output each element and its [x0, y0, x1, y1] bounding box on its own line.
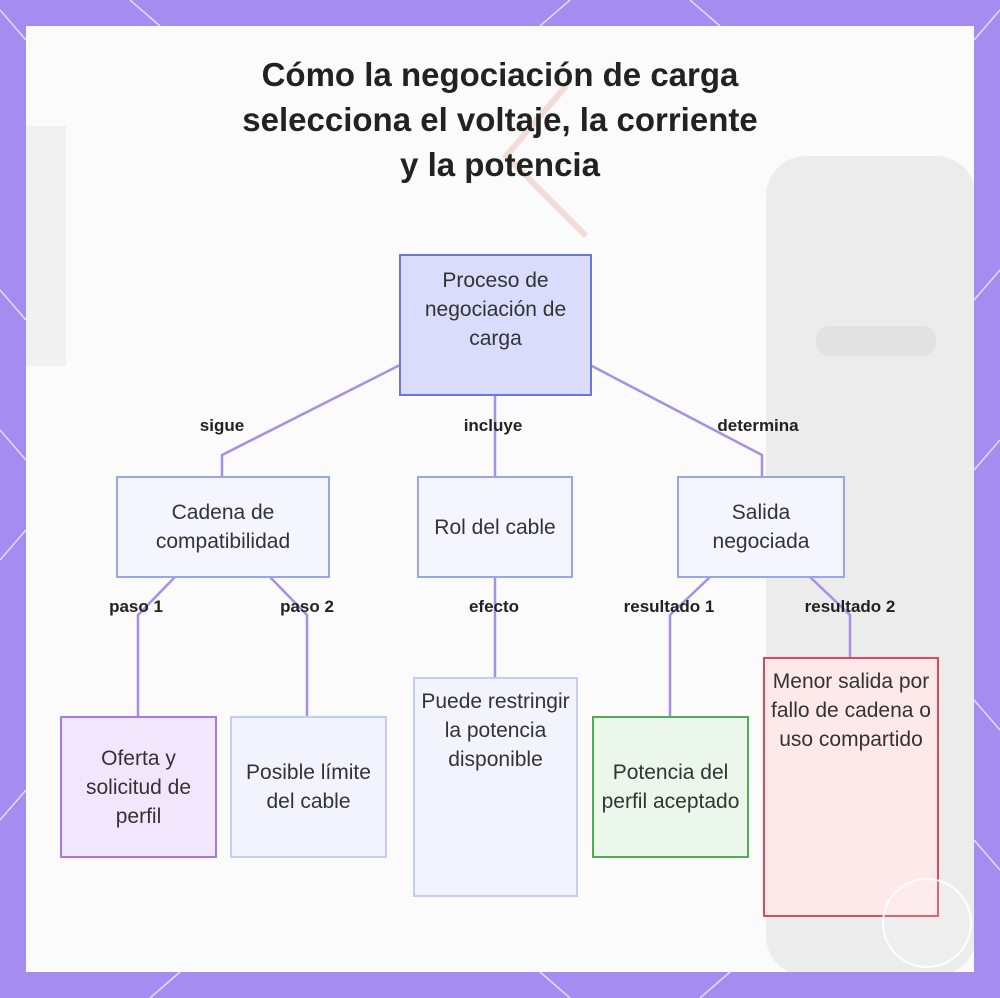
node-restringir-potencia: Puede restringir la potencia disponible [413, 677, 578, 897]
edge-label-incluye: incluye [463, 416, 523, 435]
node-oferta-solicitud: Oferta y solicitud de perfil [60, 716, 217, 858]
edge-paso1 [136, 576, 176, 716]
title-line-3: y la potencia [400, 146, 600, 183]
edge-label-determina: determina [717, 416, 799, 435]
edge-label-paso1: paso 1 [109, 597, 163, 616]
edge-label-efecto: efecto [468, 597, 520, 616]
edge-label-resultado1: resultado 1 [623, 597, 715, 616]
node-menor-salida: Menor salida por fallo de cadena o uso c… [763, 657, 939, 917]
edge-sigue [220, 363, 401, 476]
title-line-1: Cómo la negociación de carga [261, 56, 739, 93]
node-salida-negociada: Salida negociada [677, 476, 845, 578]
node-rol-cable: Rol del cable [417, 476, 573, 578]
node-proceso-negociacion: Proceso de negociación de carga [399, 254, 592, 396]
edge-resultado1 [668, 576, 711, 716]
node-potencia-perfil: Potencia del perfil aceptado [592, 716, 749, 858]
node-cadena-compatibilidad: Cadena de compatibilidad [116, 476, 330, 578]
edge-resultado2 [809, 576, 852, 657]
page-title: Cómo la negociación de carga selecciona … [0, 52, 1000, 187]
watermark-circle-icon [882, 878, 972, 968]
edge-determina [589, 363, 764, 476]
edge-label-paso2: paso 2 [280, 597, 334, 616]
edge-paso2 [269, 576, 309, 716]
node-limite-cable: Posible límite del cable [230, 716, 387, 858]
edge-label-sigue: sigue [199, 416, 245, 435]
edge-label-resultado2: resultado 2 [804, 597, 896, 616]
title-line-2: selecciona el voltaje, la corriente [242, 101, 758, 138]
